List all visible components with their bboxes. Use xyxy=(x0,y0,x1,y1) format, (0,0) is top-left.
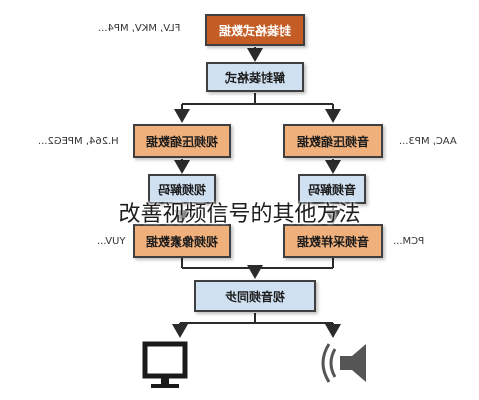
av-sync-box: 视音频同步 xyxy=(194,280,316,312)
overlay-caption: 改善视频信号的其他方法 xyxy=(118,202,361,227)
pixel-formats-label: YUV... xyxy=(97,236,126,247)
audio-codecs-label: AAC, MP3... xyxy=(399,136,457,147)
video-codecs-label: H.264, MPEG2... xyxy=(38,136,119,147)
audio-compressed-data-box: 音频压缩数据 xyxy=(283,124,383,158)
audio-decode-box: 音频解码 xyxy=(298,174,366,204)
video-pixel-data-box: 视频像素数据 xyxy=(133,224,231,258)
demux-box: 解封装格式 xyxy=(206,62,304,92)
video-compressed-data-box: 视频压缩数据 xyxy=(133,124,231,158)
video-decode-box: 视频解码 xyxy=(148,174,216,204)
speaker-icon xyxy=(321,343,366,383)
container-formats-label: FLV, MKV, MP4... xyxy=(98,23,181,34)
audio-sample-data-box: 音频采样数据 xyxy=(283,224,383,258)
container-format-data-box: 封装格式数据 xyxy=(205,14,305,46)
monitor-icon xyxy=(142,341,188,388)
sample-formats-label: PCM... xyxy=(393,236,425,247)
